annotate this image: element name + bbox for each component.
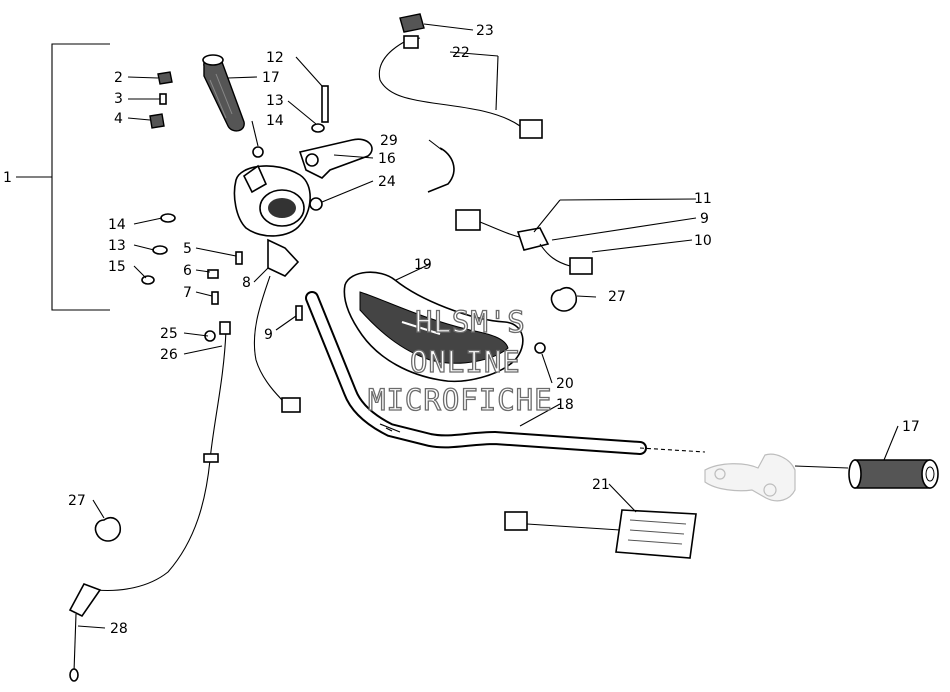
callout-20: 20 [556,376,574,392]
callout-17-right: 17 [902,419,920,435]
callout-1: 1 [3,170,12,186]
callout-28: 28 [110,621,128,637]
callout-18: 18 [556,397,574,413]
callout-9: 9 [264,327,273,343]
callout-29: 29 [380,133,398,149]
watermark-line-2: ONLINE [410,345,521,379]
grip-icon [202,54,245,132]
callout-23: 23 [476,23,494,39]
washer-icon [141,123,325,285]
switch-harness-icon [378,13,543,139]
grip-icon [848,459,939,489]
callout-22: 22 [452,45,470,61]
callout-21: 21 [592,477,610,493]
cable-icon [68,321,231,682]
callout-12: 12 [266,50,284,66]
watermark-line-1: HLSM'S [415,305,526,339]
leader-lines [77,23,899,629]
callout-6: 6 [183,263,192,279]
callout-14-left: 14 [108,217,126,233]
throttle-lever-icon [298,138,373,179]
callout-10: 10 [694,233,712,249]
callout-13-left: 13 [108,238,126,254]
watermark: HLSM'S ONLINE MICROFICHE [367,304,553,417]
group-bracket [16,43,110,311]
screw-icon [207,85,329,321]
handlebar-pad-icon [343,271,524,383]
callout-9-right: 9 [700,211,709,227]
throttle-housing-icon [233,164,311,277]
callout-24: 24 [378,174,396,190]
watermark-line-3: MICROFICHE [368,383,553,417]
callout-5: 5 [183,241,192,257]
callout-14: 14 [266,113,284,129]
callout-19: 19 [414,257,432,273]
heater-harness-icon [455,209,593,275]
hardware-icon [149,71,173,129]
brake-assembly-ghost-icon [704,453,796,502]
clamp-icon [94,286,578,542]
callout-17: 17 [262,70,280,86]
callout-26: 26 [160,347,178,363]
callout-7: 7 [183,285,192,301]
callout-27: 27 [68,493,86,509]
callout-3: 3 [114,91,123,107]
clamp-icon [309,197,323,211]
cable-clamp-icon [427,147,455,193]
callout-27-right: 27 [608,289,626,305]
bolt-icon [534,342,546,354]
callout-16: 16 [378,151,396,167]
callout-4: 4 [114,111,123,127]
handlebar-icon [305,291,849,469]
callout-25: 25 [160,326,178,342]
switch-lead-icon [253,275,301,413]
callout-labels: 1 2 3 4 5 6 7 8 9 9 10 11 12 13 13 14 14… [3,23,920,637]
callout-13: 13 [266,93,284,109]
callout-11: 11 [694,191,712,207]
callout-15: 15 [108,259,126,275]
heater-element-icon [504,509,697,559]
callout-2: 2 [114,70,123,86]
callout-8: 8 [242,275,251,291]
